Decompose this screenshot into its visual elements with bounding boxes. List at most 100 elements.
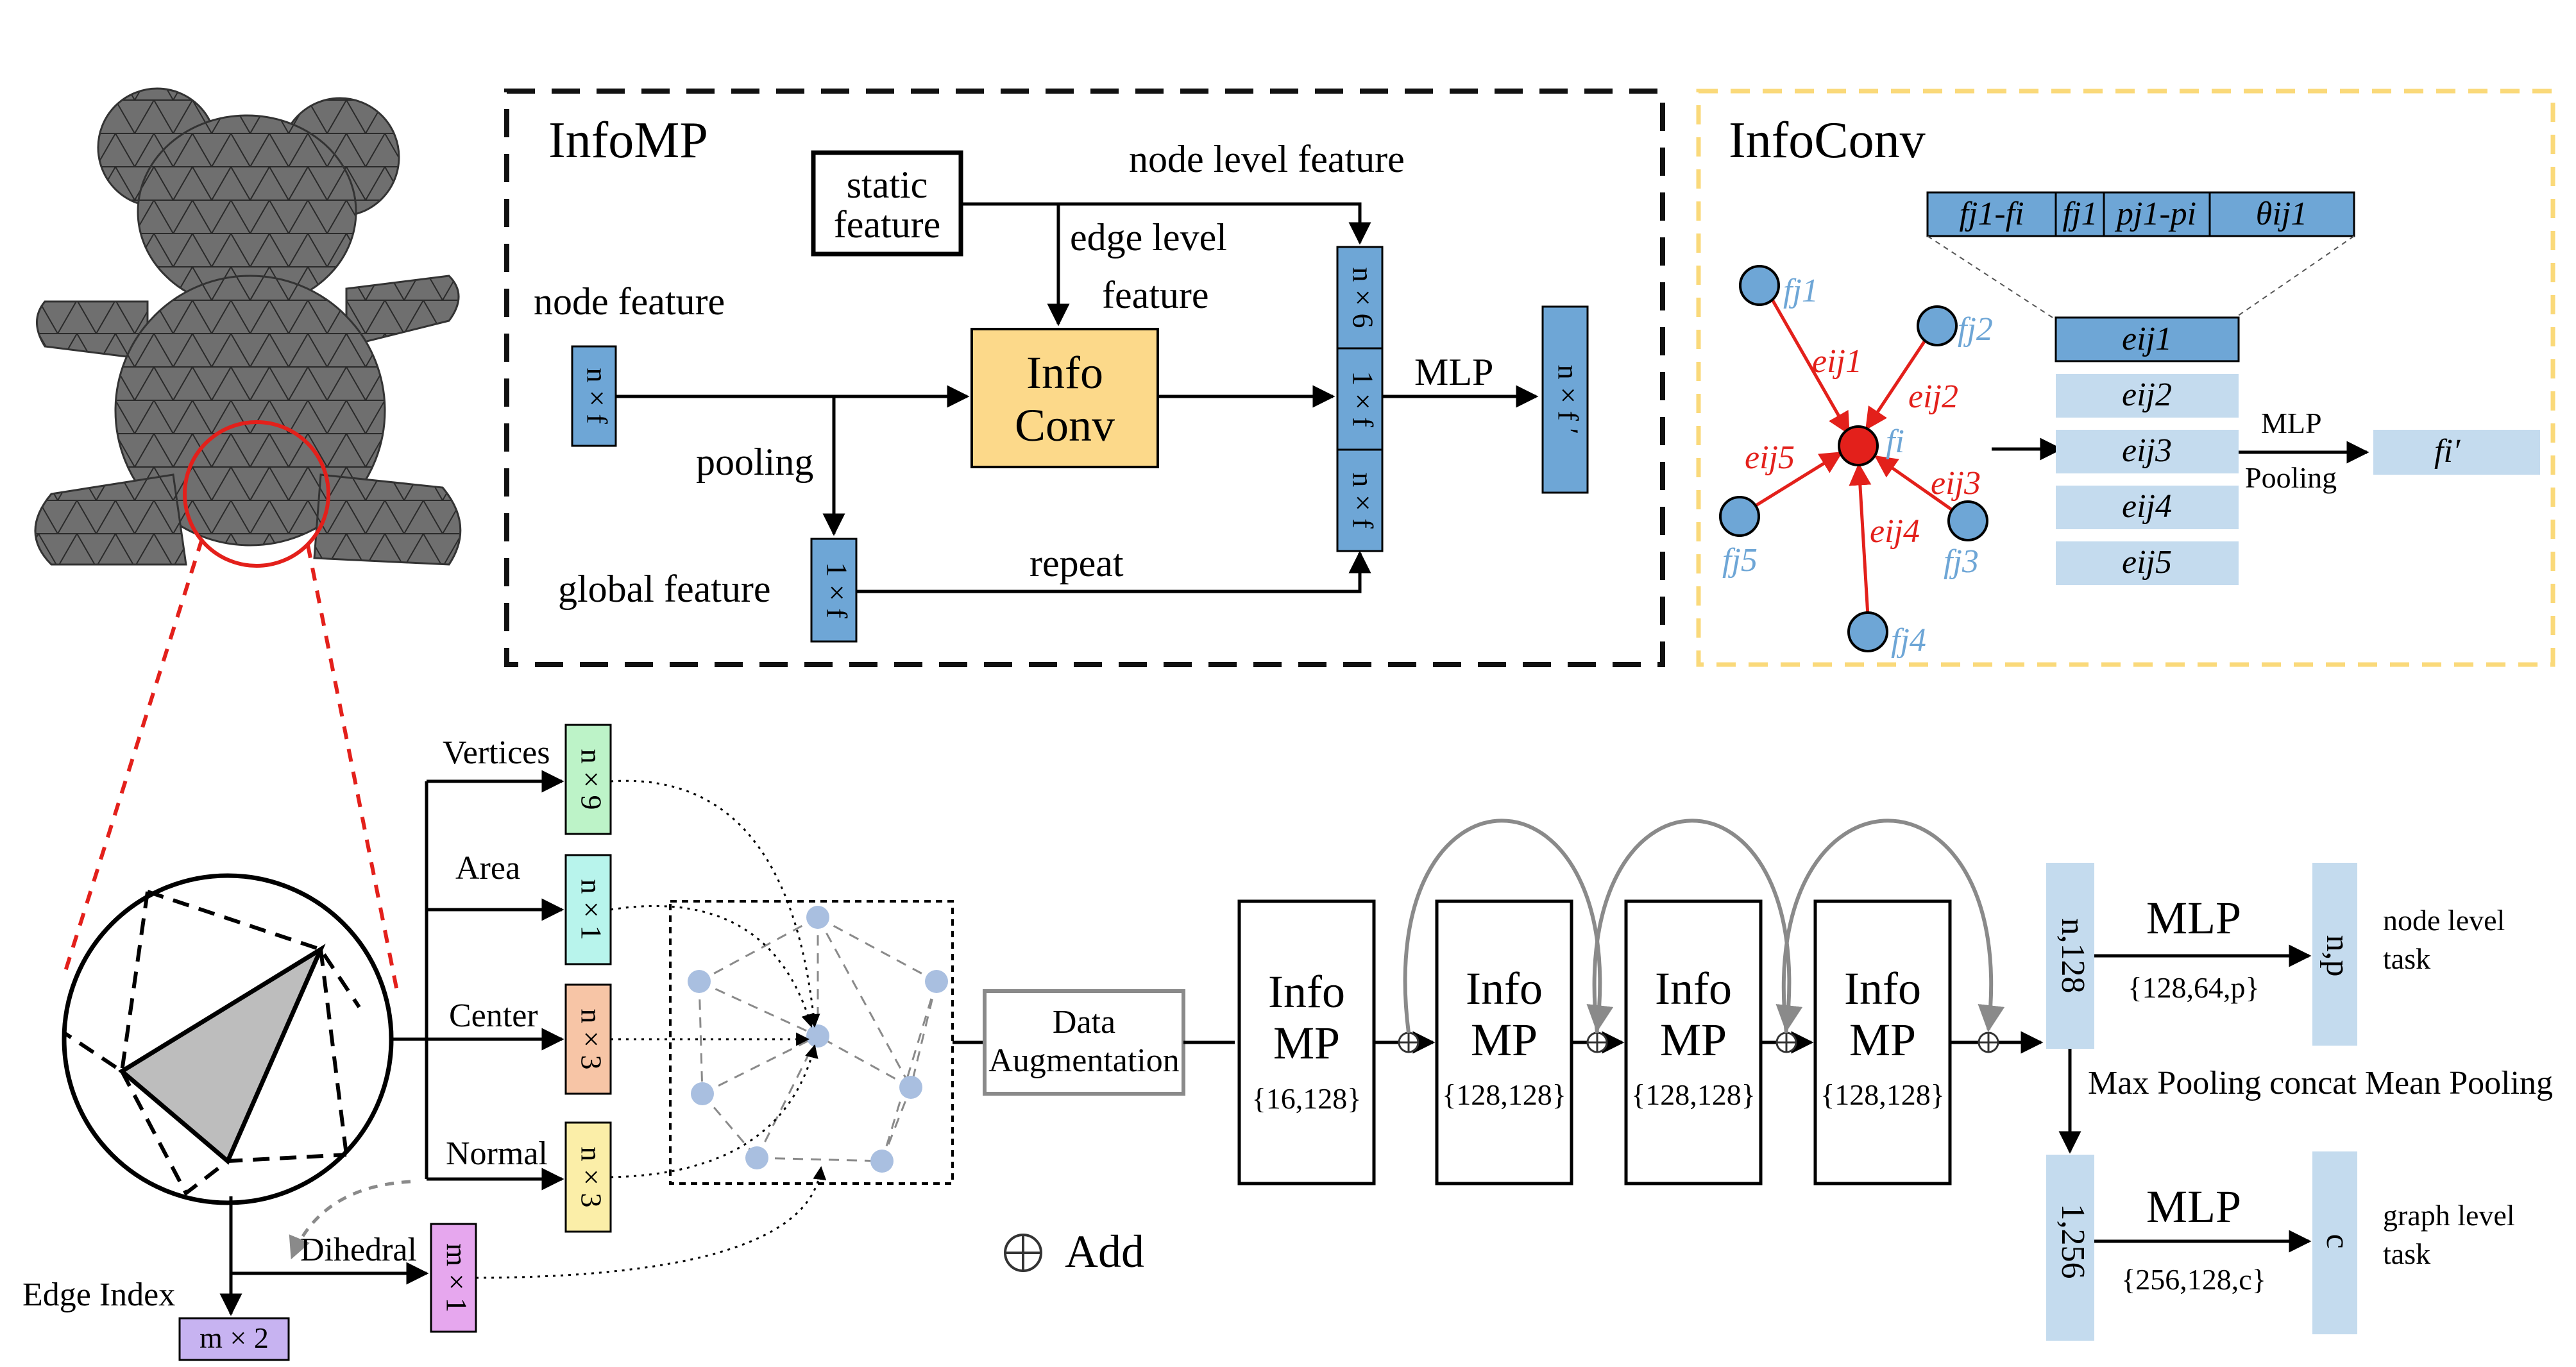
svg-text:{128,128}: {128,128} [1631, 1078, 1756, 1111]
add-node-crosses [1399, 1033, 1998, 1052]
graph-build-nodes [688, 906, 948, 1173]
infoconv-mlp-label: MLP [2261, 407, 2322, 439]
bar-proj-right [2235, 235, 2355, 318]
edge-j4 [1849, 463, 1872, 616]
n128-box [2046, 863, 2094, 1049]
zoom-line-right [306, 545, 400, 995]
svg-text:Info: Info [1655, 963, 1732, 1014]
svg-text:Info: Info [1268, 966, 1345, 1017]
zoom-line-left [62, 538, 204, 976]
neighbor-j1 [1739, 265, 1780, 306]
pipeline: Vertices Area Center Normal n × 9 n × 1 … [22, 724, 2553, 1361]
teddy-bear-mesh [34, 87, 462, 995]
stack-nf-box [1336, 448, 1384, 552]
graph-build-edges [698, 916, 938, 1162]
infoconv-output-box [2373, 430, 2540, 475]
area-label: Area [455, 850, 520, 887]
infoconv-output-label: fi′ [2434, 433, 2461, 470]
bear-leg-left [34, 473, 187, 566]
bar-seg-3 [2103, 191, 2211, 237]
face-triangle [118, 944, 326, 1165]
node-feature-box-label: n × f [580, 368, 613, 424]
infomp-block-4: Info MP {128,128} [1813, 899, 1952, 1185]
edge-stack-4-label: eij4 [2122, 488, 2172, 525]
center-label-text: Center [449, 998, 538, 1034]
n256-label: 1,256 [2055, 1204, 2091, 1279]
area-box-label: n × 1 [575, 879, 607, 940]
center-node [1838, 425, 1879, 466]
center-label: fi [1886, 423, 1904, 460]
data-aug-line2: Augmentation [988, 1042, 1180, 1079]
infoconv-frame [1696, 89, 2555, 667]
static-line1: static [847, 164, 928, 206]
edge-stack-3-label: eij3 [2122, 432, 2172, 469]
edge-stack-1-label: eij1 [2122, 321, 2172, 357]
normal-box [564, 1121, 612, 1233]
bar-seg-4-label: θij1 [2256, 196, 2307, 232]
graph-task-line2: task [2383, 1237, 2430, 1270]
center-box-label: n × 3 [575, 1009, 607, 1070]
dims-top-label: {128,64,p} [2128, 971, 2259, 1004]
edge-index-box [178, 1317, 290, 1361]
edge-level-line2: feature [1102, 274, 1209, 316]
infomp-block-2: Info MP {128,128} [1435, 899, 1573, 1185]
edge-index-label: Edge Index [22, 1277, 175, 1313]
dihedral-box [430, 1223, 477, 1333]
pooling-concat-label: Max Pooling concat Mean Pooling [2088, 1065, 2553, 1101]
normal-box-label: n × 3 [575, 1147, 607, 1208]
svg-text:Info: Info [1844, 963, 1921, 1014]
neighbor-j4 [1847, 611, 1888, 652]
bear-leg-right [313, 473, 462, 566]
edge-j5 [1742, 451, 1843, 515]
normal-label: Normal [446, 1135, 548, 1172]
edge-j3 [1874, 455, 1967, 522]
face-dashed-4 [319, 949, 348, 1155]
infomp-title: InfoMP [548, 112, 708, 169]
edge-stack-2-label: eij2 [2122, 377, 2172, 413]
bar-proj-left [1927, 235, 2053, 318]
graph-build-frame [669, 900, 954, 1185]
bear-body [114, 275, 386, 547]
node-feature-label: node feature [534, 280, 725, 323]
dihedral-label: Dihedral [300, 1232, 417, 1268]
repeat-arrow [856, 550, 1371, 593]
np-label: n,p [2319, 935, 2356, 977]
svg-text:Info: Info [1466, 963, 1543, 1014]
face-dashed-3 [120, 1070, 347, 1196]
svg-text:{128,128}: {128,128} [1820, 1078, 1945, 1111]
edge-stack: eij1 eij2 eij3 eij4 eij5 [2055, 316, 2240, 585]
infomp-block-1: Info MP {16,128} [1237, 899, 1376, 1185]
static-line2: feature [834, 203, 941, 246]
global-feature-box-label: 1 × f [820, 562, 853, 618]
stack-n6-label: n × 6 [1346, 267, 1379, 328]
vertices-box [564, 724, 612, 835]
edge-stack-1 [2055, 316, 2240, 362]
stack-n6-box [1336, 246, 1384, 350]
bear-arm-right [345, 275, 460, 348]
svg-text:MP: MP [1273, 1017, 1340, 1069]
add-legend-label: Add [1065, 1226, 1144, 1277]
output-box [1541, 305, 1589, 494]
n128-label: n,128 [2055, 919, 2091, 994]
edge-j1-label: eij1 [1812, 343, 1862, 380]
neighbor-graph: fi fj1 fj2 fj3 fj4 fj5 eij1 eij2 eij3 ei… [1719, 265, 1993, 659]
infoconv-panel: InfoConv fj1-fi fj1 pj1-pi θij1 [1696, 89, 2555, 667]
infoconv-pooling-label: Pooling [2245, 461, 2337, 494]
bear-arm-left [36, 300, 149, 361]
edge-j4-label: eij4 [1870, 513, 1920, 550]
infomp-panel: InfoMP static feature node level feature… [504, 89, 1665, 667]
infomp-mlp-label: MLP [1414, 351, 1493, 393]
edge-stack-2 [2056, 374, 2239, 418]
infoconv-title: InfoConv [1729, 112, 1926, 169]
n256-box [2046, 1155, 2094, 1341]
edge-stack-5-label: eij5 [2122, 544, 2172, 581]
center-box [564, 983, 612, 1095]
face-dashed-2 [63, 891, 149, 1075]
bar-seg-2-label: fj1 [2063, 196, 2098, 232]
dihedral-box-label: m × 1 [440, 1243, 473, 1312]
data-aug-line1: Data [1053, 1004, 1115, 1040]
stack-1f-label: 1 × f [1346, 371, 1379, 427]
node-level-feature-label: node level feature [1129, 138, 1405, 180]
